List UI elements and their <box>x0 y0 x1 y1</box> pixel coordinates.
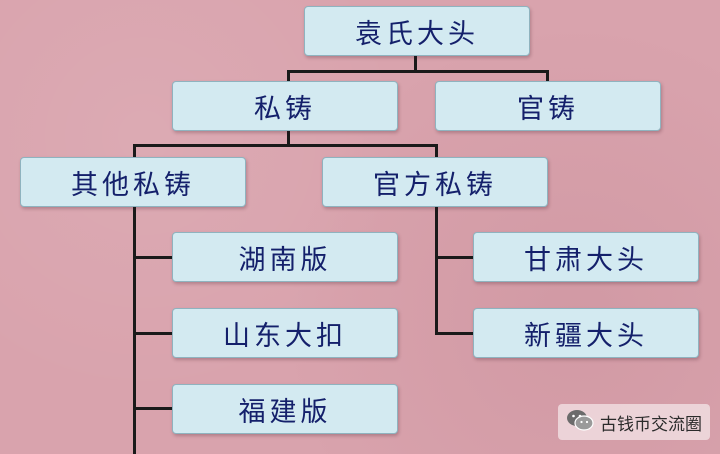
connector-line <box>435 144 438 158</box>
connector-line <box>435 256 477 259</box>
connector-line <box>133 206 136 454</box>
node-shandong: 山东大扣 <box>172 308 398 358</box>
connector-line <box>133 144 438 147</box>
node-hunan: 湖南版 <box>172 232 398 282</box>
node-official-private: 官方私铸 <box>322 157 548 207</box>
connector-line <box>133 144 136 158</box>
node-xinjiang: 新疆大头 <box>473 308 699 358</box>
node-fujian: 福建版 <box>172 384 398 434</box>
connector-line <box>435 332 477 335</box>
node-private-cast: 私铸 <box>172 81 398 131</box>
connector-line <box>287 130 290 146</box>
connector-line <box>287 70 290 82</box>
node-official-cast: 官铸 <box>435 81 661 131</box>
watermark-text: 古钱币交流圈 <box>600 414 702 435</box>
connector-line <box>287 70 549 73</box>
connector-line <box>414 56 417 72</box>
connector-line <box>546 70 549 82</box>
wechat-icon <box>566 408 594 436</box>
watermark: 古钱币交流圈 <box>558 404 710 440</box>
node-gansu: 甘肃大头 <box>473 232 699 282</box>
connector-line <box>133 407 175 410</box>
connector-line <box>133 256 175 259</box>
connector-line <box>133 332 175 335</box>
node-other-private: 其他私铸 <box>20 157 246 207</box>
node-root: 袁氏大头 <box>304 6 530 56</box>
connector-line <box>435 206 438 335</box>
